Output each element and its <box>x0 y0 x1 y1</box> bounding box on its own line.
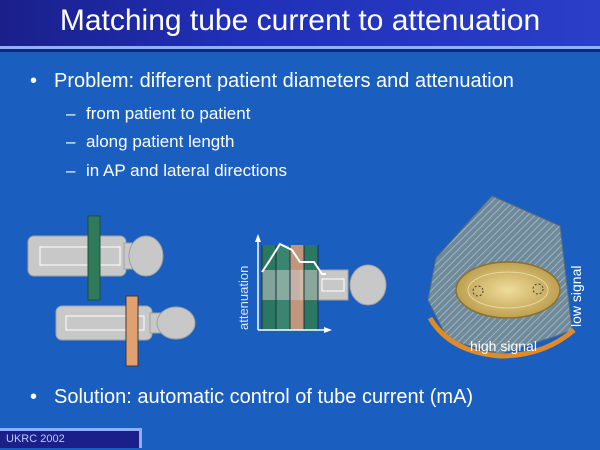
tube-current-figure: attenuation low signal high signal <box>0 190 600 370</box>
bullet-text: Problem: different patient diameters and… <box>54 70 514 92</box>
patient-lower <box>55 295 196 367</box>
attenuation-axis-label: attenuation <box>236 265 251 330</box>
slide-title: Matching tube current to attenuation <box>59 4 541 37</box>
figure-graphics <box>27 195 576 367</box>
patient-upper <box>27 215 164 301</box>
subbullet-marker: – <box>66 132 76 151</box>
high-signal-label: high signal <box>470 338 537 354</box>
title-bar: Matching tube current to attenuation <box>0 0 600 49</box>
subbullet-marker: – <box>66 104 76 123</box>
bullet-text: Solution: automatic control of tube curr… <box>54 386 474 408</box>
footer-text: UKRC 2002 <box>6 433 65 445</box>
subbullet-marker: – <box>66 161 76 180</box>
low-signal-label: low signal <box>568 265 584 327</box>
subbullet-text: along patient length <box>86 132 235 151</box>
cross-section <box>427 195 576 359</box>
bullet-marker: • <box>30 70 38 92</box>
attenuation-profile <box>255 234 387 333</box>
beam-orange <box>125 295 139 367</box>
footer-year: 2002 <box>40 433 65 445</box>
bullet-marker: • <box>30 386 38 408</box>
footer-bar: UKRC 2002 <box>0 428 142 448</box>
subbullet-text: in AP and lateral directions <box>86 161 287 180</box>
footer-org: UKRC <box>6 433 38 445</box>
subbullet-text: from patient to patient <box>86 104 251 123</box>
beam-green <box>87 215 101 301</box>
